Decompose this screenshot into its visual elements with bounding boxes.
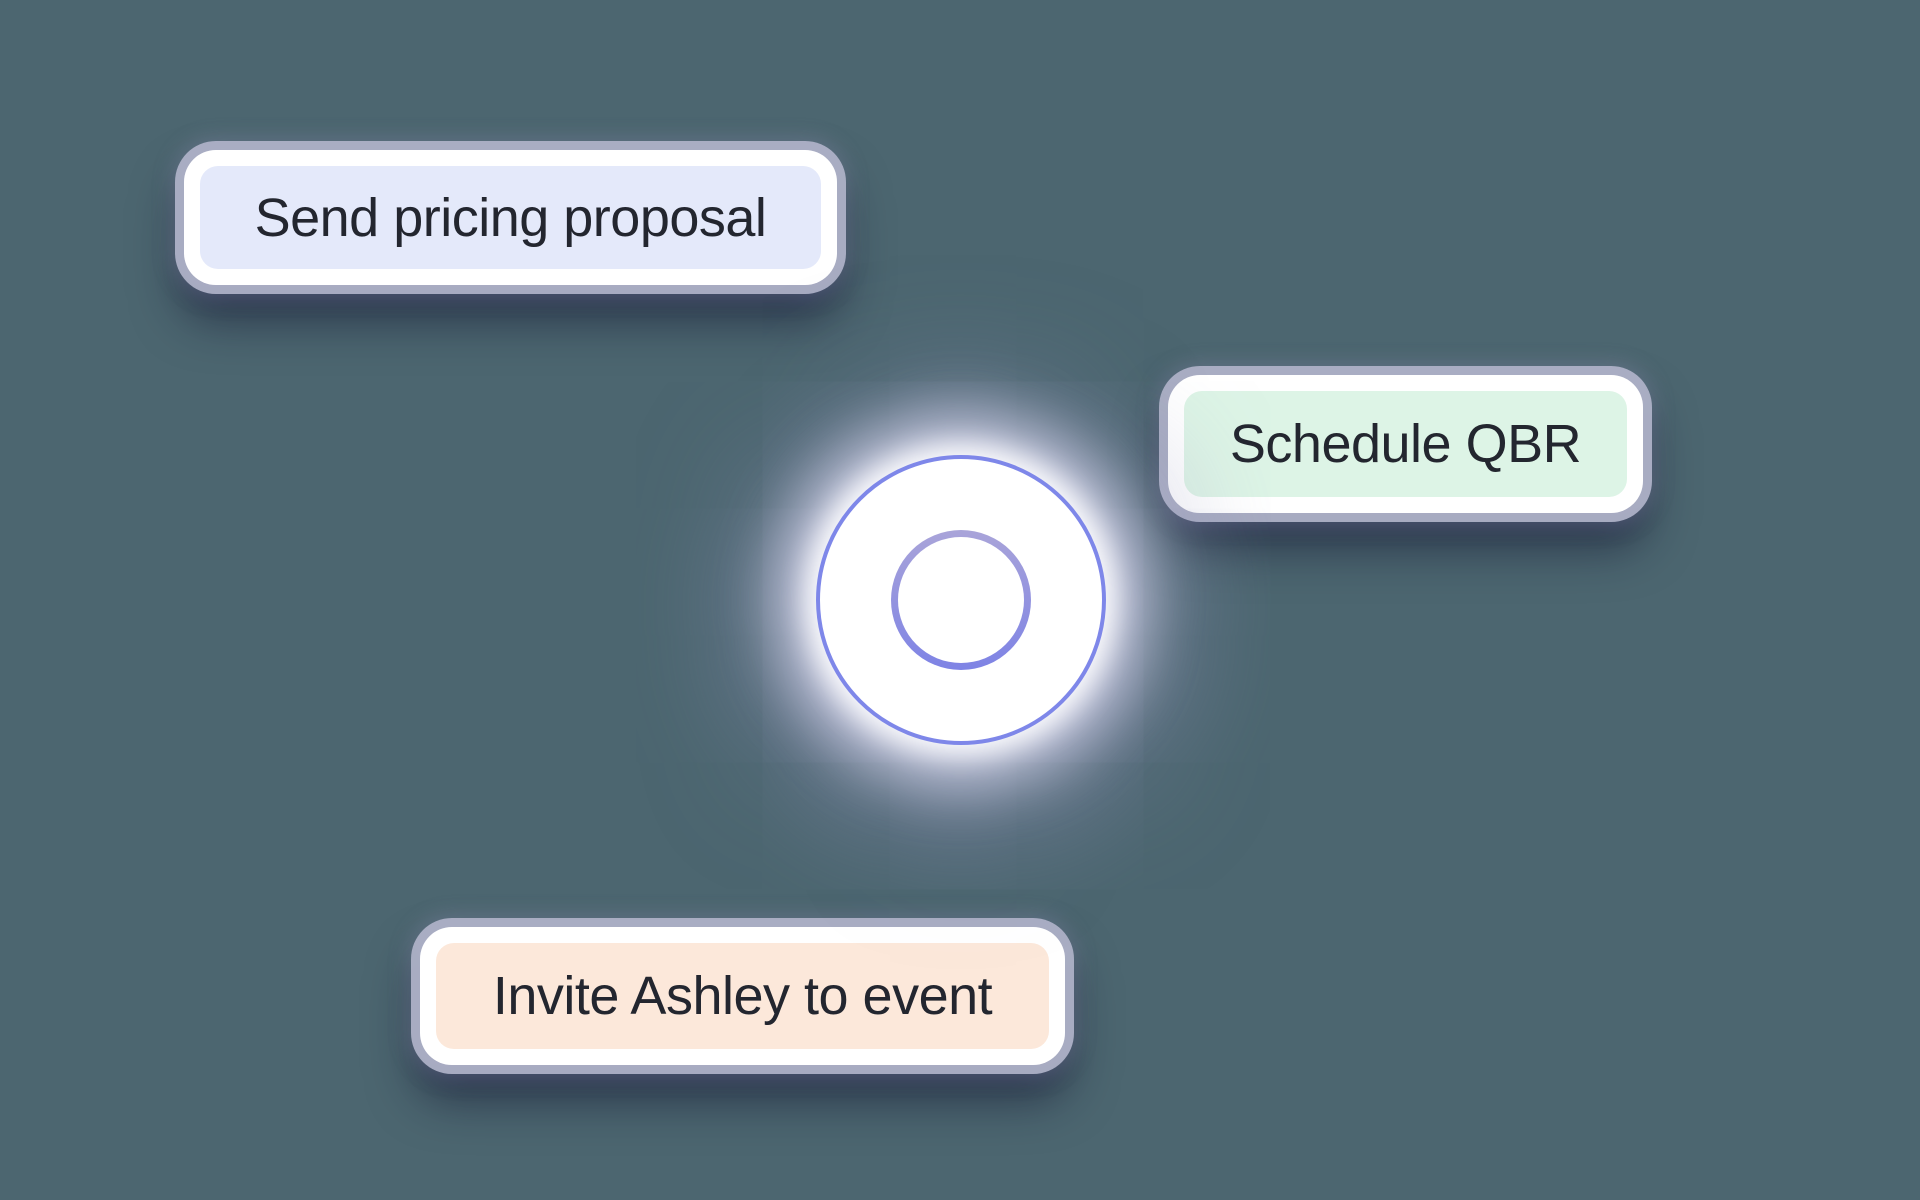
task-chip-label: Schedule QBR — [1229, 414, 1582, 474]
task-chip-label: Invite Ashley to event — [492, 966, 993, 1026]
task-chip-fill: Invite Ashley to event — [436, 943, 1049, 1049]
concentric-circles-orb — [816, 455, 1106, 745]
orb-inner-ring — [891, 530, 1031, 670]
task-chip-schedule-qbr[interactable]: Schedule QBR — [1168, 375, 1643, 513]
task-chip-fill: Schedule QBR — [1184, 391, 1627, 497]
task-chip-fill: Send pricing proposal — [200, 166, 821, 269]
task-chip-invite-ashley-to-event[interactable]: Invite Ashley to event — [420, 927, 1065, 1065]
task-chip-label: Send pricing proposal — [254, 187, 767, 248]
task-chip-send-pricing-proposal[interactable]: Send pricing proposal — [184, 150, 837, 285]
orb-inner-disc — [898, 537, 1024, 663]
